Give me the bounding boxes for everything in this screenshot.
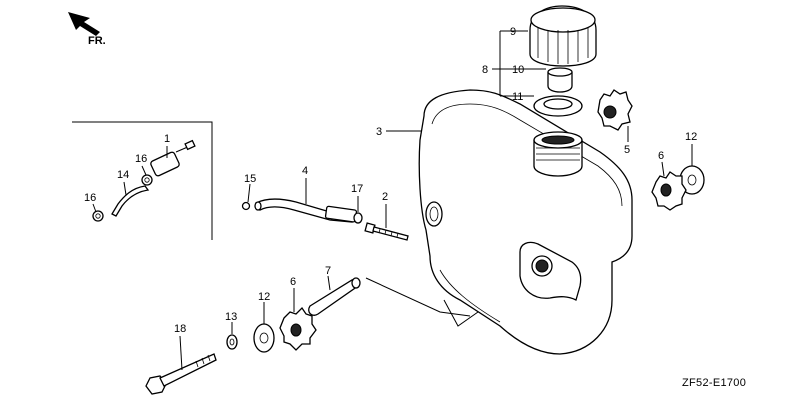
flange-bolt-part: 2 (364, 191, 409, 241)
callout-6a: 6 (290, 276, 296, 288)
callout-12a: 12 (258, 291, 270, 303)
diagram-code: ZF52-E1700 (682, 377, 746, 389)
callout-2: 2 (382, 191, 388, 203)
callout-13: 13 (225, 311, 237, 323)
callout-15: 15 (244, 173, 256, 185)
small-washer-part: 13 (225, 311, 238, 350)
fuel-filter-part: 1 (150, 133, 196, 177)
washer-lower-part: 12 (253, 291, 275, 353)
callout-1: 1 (164, 133, 170, 145)
callout-5: 5 (624, 144, 630, 156)
fuel-tank-part: 3 (376, 89, 633, 355)
callout-11: 11 (512, 91, 523, 103)
direction-label: FR. (88, 35, 106, 47)
front-direction-arrow: FR. (68, 12, 106, 47)
washer-right-part: 12 (679, 131, 705, 195)
arrow-icon (68, 12, 100, 36)
filler-cap-assembly: 9 8 10 11 (482, 5, 597, 117)
hose-clip-lower-part: 16 (84, 192, 104, 222)
callout-12b: 12 (685, 131, 697, 143)
callout-16b: 16 (84, 192, 96, 204)
callout-9: 9 (510, 26, 516, 38)
callout-14: 14 (117, 169, 129, 181)
tube-clip-part: 17 (351, 183, 363, 224)
inset-frame (72, 121, 213, 240)
callout-3: 3 (376, 126, 382, 138)
fuel-hose-part: 14 (111, 169, 150, 217)
mount-rubber-right-part: 6 (651, 150, 687, 211)
callout-8: 8 (482, 64, 488, 76)
mount-rubber-upper-part: 5 (597, 89, 633, 156)
callout-18: 18 (174, 323, 186, 335)
bracket-outline (365, 277, 479, 327)
small-clip-part: 15 (241, 173, 256, 211)
collar-part: 7 (308, 265, 361, 316)
callout-6b: 6 (658, 150, 664, 162)
callout-4: 4 (302, 165, 308, 177)
hose-clip-part: 16 (135, 153, 153, 186)
callout-16a: 16 (135, 153, 147, 165)
callout-17: 17 (351, 183, 363, 195)
callout-7: 7 (325, 265, 331, 277)
long-bolt-part: 18 (145, 323, 217, 395)
breather-tube-part: 4 (254, 165, 358, 223)
callout-10: 10 (512, 64, 524, 76)
mount-rubber-lower-part: 6 (279, 276, 317, 351)
